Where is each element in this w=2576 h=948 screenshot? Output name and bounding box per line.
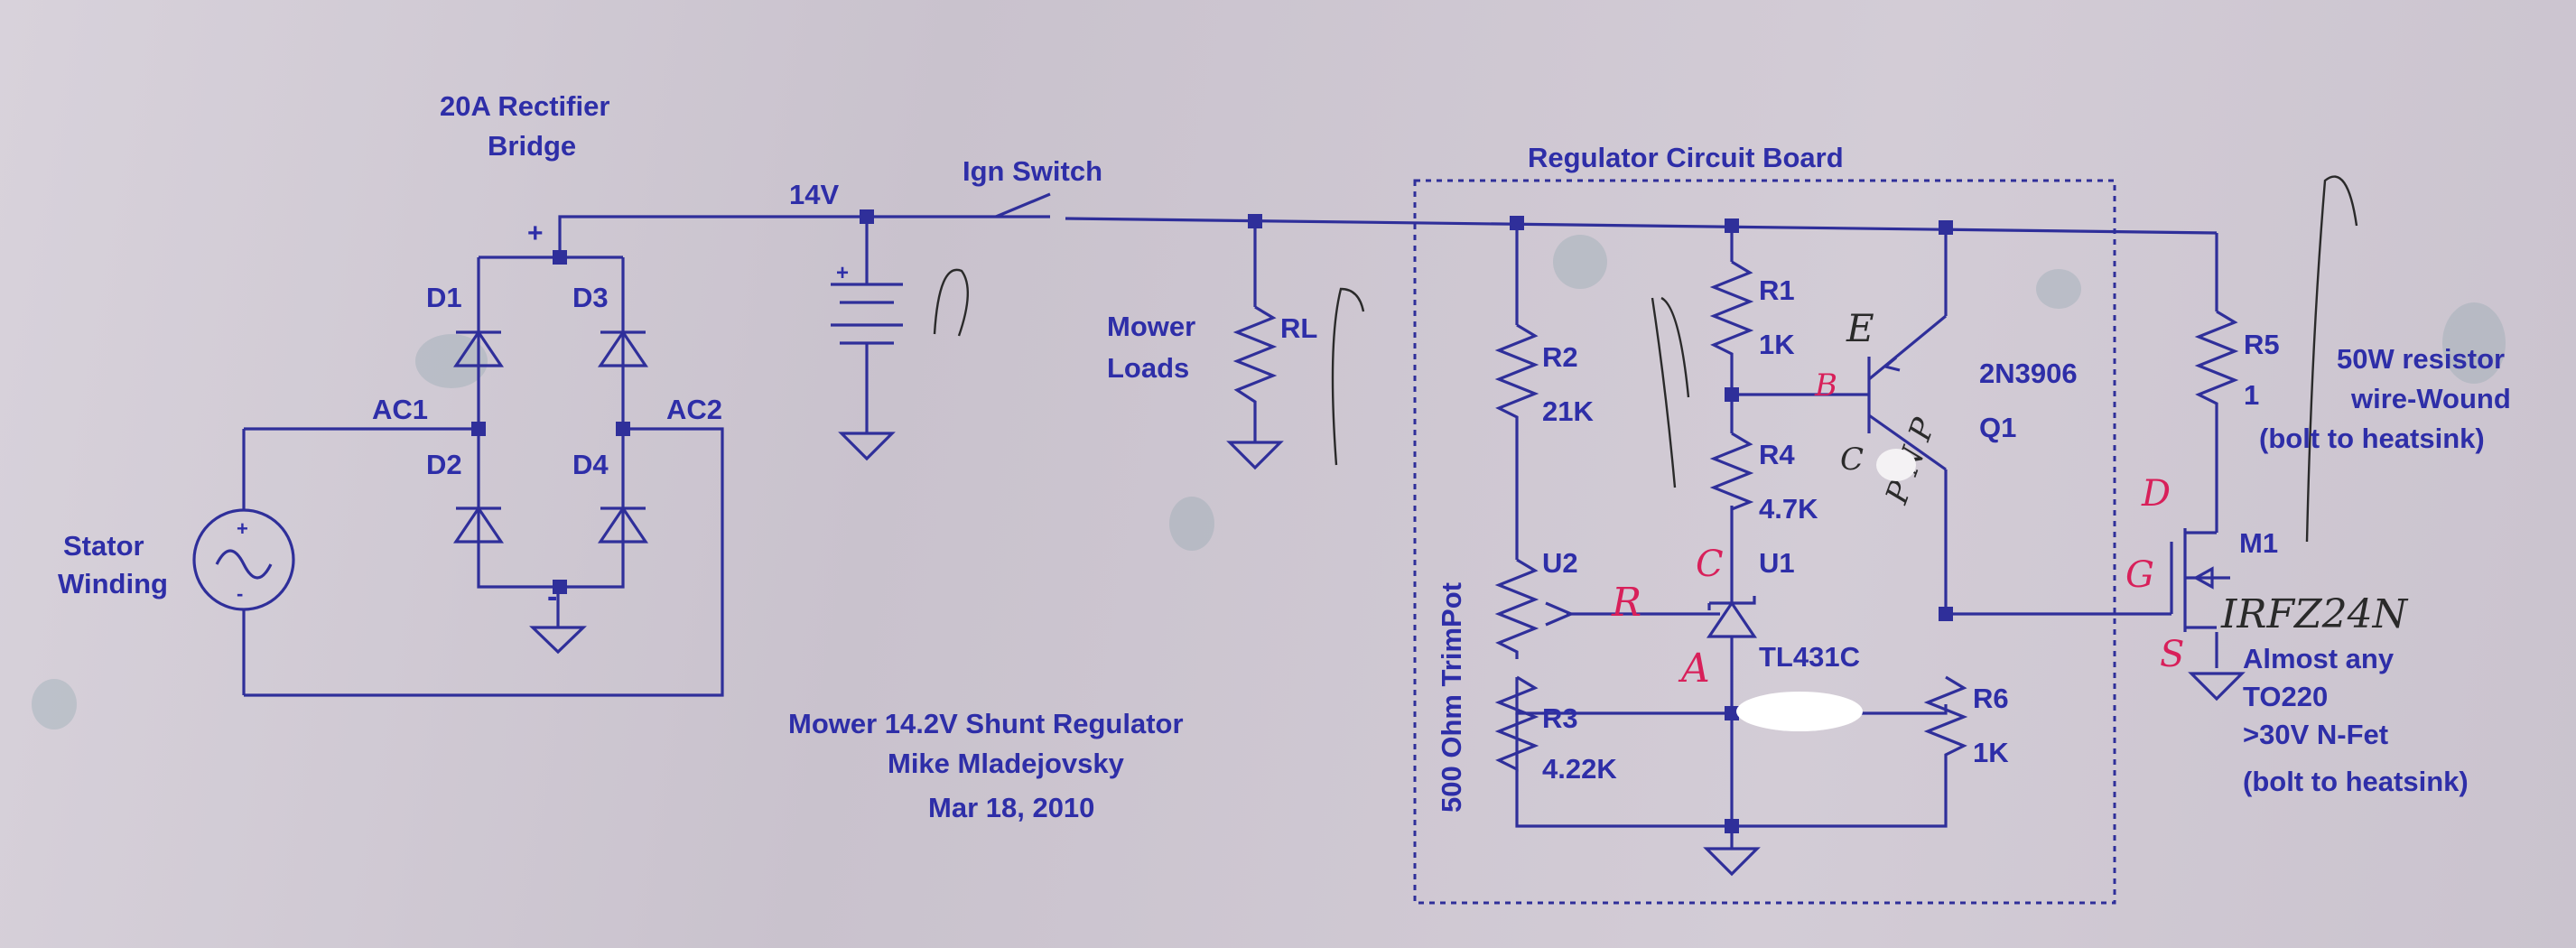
label-r3-value: 4.22K <box>1542 753 1617 785</box>
bridge-title-line1: 20A Rectifier <box>440 90 609 122</box>
stator-label-line2: Winding <box>58 568 168 599</box>
mower-loads-label-line1: Mower <box>1107 311 1195 342</box>
handwritten-annotations: IRFZ24N D G S B E C P N P R C A <box>1611 306 2409 731</box>
handwritten-pin-b: B <box>1814 367 1837 404</box>
resistor-r3 <box>1494 675 1539 772</box>
handwritten-pin-s: S <box>2160 634 2184 675</box>
handwritten-u1-r: R <box>1611 580 1641 626</box>
handwritten-u1-a: A <box>1678 646 1710 692</box>
label-r4: R4 <box>1759 439 1795 470</box>
resistor-r6 <box>1923 675 1968 817</box>
r5-note-line2: wire-Wound <box>2350 383 2511 414</box>
label-d1: D1 <box>426 282 462 313</box>
diode-d4 <box>597 506 649 544</box>
caption-line2: Mike Mladejovsky <box>888 748 1125 779</box>
label-r1: R1 <box>1759 274 1795 306</box>
label-r5-value: 1 <box>2244 379 2259 411</box>
ground-symbol-m1 <box>2188 672 2246 702</box>
diode-d2 <box>452 506 505 544</box>
label-r5: R5 <box>2244 329 2280 360</box>
pen-arrows <box>933 175 2358 543</box>
labels: 20A Rectifier Bridge D1 D3 AC1 AC2 D2 D4… <box>58 90 2511 823</box>
battery: + <box>831 261 903 461</box>
m1-note-line3: >30V N-Fet <box>2243 719 2388 750</box>
bridge-minus-label: - <box>547 580 557 614</box>
ground-symbol-battery <box>838 432 896 461</box>
caption-line3: Mar 18, 2010 <box>928 792 1094 823</box>
label-u1: U1 <box>1759 547 1795 579</box>
handwritten-pin-g: G <box>2125 554 2154 596</box>
stator-label-line1: Stator <box>63 530 144 562</box>
regulator-board-outline <box>1413 179 2116 905</box>
label-r2: R2 <box>1542 341 1578 373</box>
handwritten-pin-e: E <box>1846 306 1874 350</box>
label-rl: RL <box>1280 312 1317 344</box>
mower-loads-label-line2: Loads <box>1107 352 1189 384</box>
label-r2-value: 21K <box>1542 395 1594 427</box>
m1-note-line2: TO220 <box>2243 681 2328 712</box>
label-d3: D3 <box>572 282 609 313</box>
bridge-title-line2: Bridge <box>488 130 576 162</box>
board-ground <box>1515 749 1948 877</box>
label-r4-value: 4.7K <box>1759 493 1818 525</box>
bridge-plus-label: + <box>527 218 544 248</box>
m1-note-line4: (bolt to heatsink) <box>2243 766 2469 797</box>
source-plus: + <box>237 517 248 540</box>
label-u1-part: TL431C <box>1759 641 1860 673</box>
board-title: Regulator Circuit Board <box>1528 142 1844 173</box>
label-r3: R3 <box>1542 702 1578 734</box>
source-minus: - <box>237 582 243 605</box>
handwritten-pin-c-q1: C <box>1840 441 1864 478</box>
label-d2: D2 <box>426 449 462 480</box>
transistor-q1 <box>1867 271 1948 471</box>
handwritten-u1-c: C <box>1696 544 1724 585</box>
stator-source: + - <box>192 508 295 611</box>
voltage-label-14v: 14V <box>789 179 839 210</box>
label-r6: R6 <box>1973 683 2009 714</box>
handwritten-m1-part: IRFZ24N <box>2220 591 2409 637</box>
caption-line1: Mower 14.2V Shunt Regulator <box>788 708 1184 739</box>
trimpot-u2 <box>1494 558 1572 659</box>
ground-symbol-board <box>1703 847 1761 877</box>
paper-stains <box>32 235 2506 730</box>
handwritten-pin-d: D <box>2141 473 2171 515</box>
resistor-r1 <box>1709 260 1754 361</box>
r5-note-line3: (bolt to heatsink) <box>2259 423 2485 454</box>
label-q1: Q1 <box>1979 412 2016 443</box>
battery-plus: + <box>836 261 849 285</box>
label-m1: M1 <box>2239 527 2278 559</box>
load-resistor-rl <box>1226 305 1284 470</box>
ground-symbol-rl <box>1226 441 1284 470</box>
ign-switch <box>995 192 1051 218</box>
label-ac1: AC1 <box>372 394 428 425</box>
diode-d3 <box>597 330 649 367</box>
ground-symbol-bridge <box>529 626 587 655</box>
label-q1-part: 2N3906 <box>1979 358 2078 389</box>
shunt-reference-u1 <box>1706 578 1758 646</box>
ign-switch-label: Ign Switch <box>963 155 1102 187</box>
resistor-r4 <box>1709 432 1754 511</box>
resistor-r5 <box>2194 310 2239 411</box>
label-r1-value: 1K <box>1759 329 1795 360</box>
diode-d1 <box>452 330 505 367</box>
label-ac2: AC2 <box>666 394 722 425</box>
mosfet-m1 <box>2170 528 2246 702</box>
label-u2: U2 <box>1542 547 1578 579</box>
rectifier-bridge: + - <box>452 218 649 655</box>
white-out-blotch-q1 <box>1876 449 1916 481</box>
r5-note-line1: 50W resistor <box>2337 343 2505 375</box>
m1-note-line1: Almost any <box>2243 643 2395 674</box>
junction-dots <box>471 209 1953 720</box>
label-d4: D4 <box>572 449 609 480</box>
label-r6-value: 1K <box>1973 737 2009 768</box>
trimpot-label: 500 Ohm TrimPot <box>1436 582 1467 813</box>
resistor-r2 <box>1494 323 1539 424</box>
white-out-blotch <box>1736 692 1863 731</box>
